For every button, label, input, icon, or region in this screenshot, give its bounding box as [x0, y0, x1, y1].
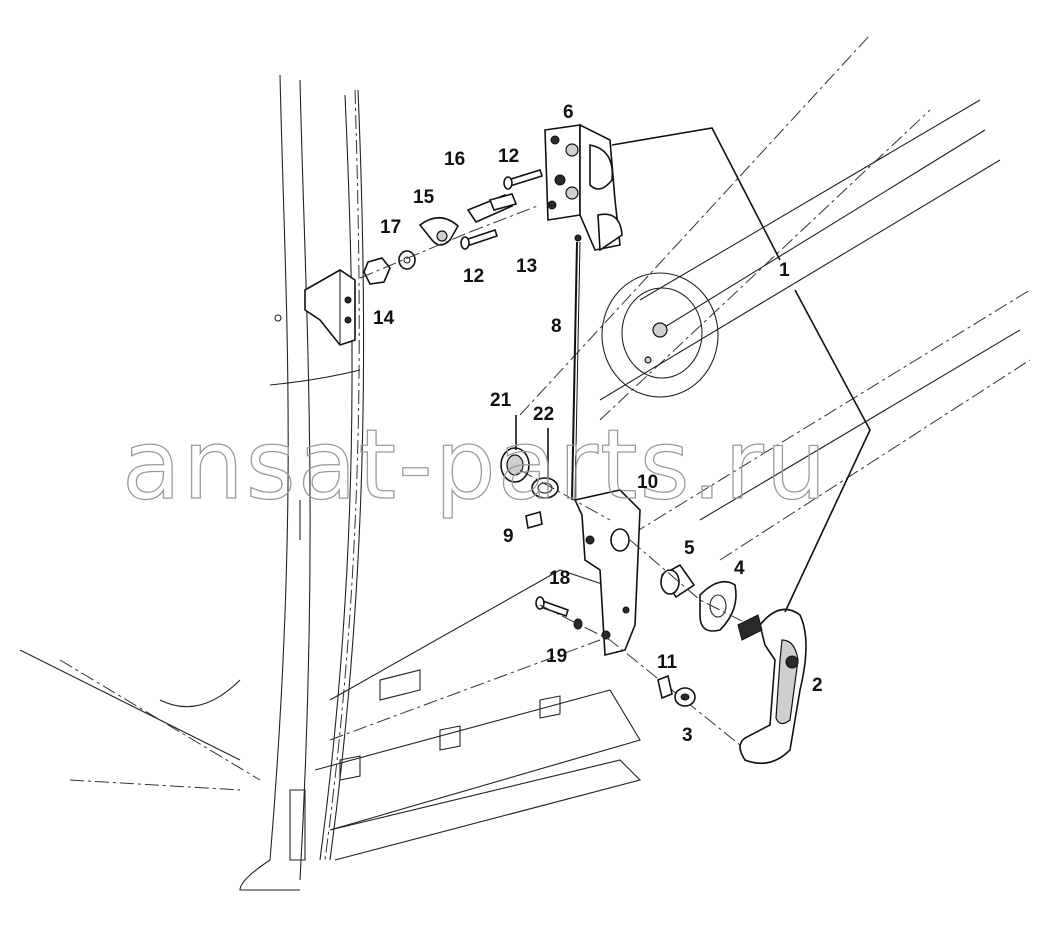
callout-1: 1 [779, 260, 790, 281]
callout-11: 11 [657, 652, 678, 673]
washer-part-3 [674, 687, 696, 707]
grab-handle-part-2 [737, 608, 807, 765]
stud-part-16 [466, 193, 518, 224]
callout-8: 8 [551, 316, 562, 337]
callout-19: 19 [546, 646, 567, 667]
bushing-part-21 [500, 447, 530, 483]
bushing-part-11 [657, 674, 673, 700]
bracket-part-10 [573, 489, 641, 657]
callout-14: 14 [373, 308, 395, 329]
leader-lines-part-1 [611, 127, 871, 613]
watermark-text: ansat-parts.ru [122, 409, 829, 521]
assembly-axis-lower [539, 604, 741, 746]
assembly-axis-handle [629, 539, 751, 626]
callout-3: 3 [682, 725, 693, 746]
callout-6: 6 [563, 102, 574, 123]
callout-9: 9 [503, 526, 514, 547]
screw-part-12-lower [460, 228, 499, 250]
callout-18: 18 [549, 568, 570, 589]
callout-22: 22 [533, 404, 554, 425]
callout-12-lower: 12 [463, 266, 484, 287]
callout-13: 13 [516, 256, 537, 277]
cab-frame-outline [19, 34, 1031, 891]
callout-4: 4 [734, 558, 745, 579]
escutcheon-part-4 [699, 580, 737, 632]
callout-10: 10 [637, 472, 658, 493]
screw-part-9 [525, 510, 543, 530]
washer-part-17 [398, 250, 416, 270]
washer-part-19 [573, 618, 583, 630]
screw-part-12-upper [503, 169, 544, 190]
rod-part-8 [571, 241, 581, 501]
assembly-axis-upper-2 [469, 204, 541, 233]
assembly-axis-middle [519, 469, 611, 521]
clip-part-15 [418, 216, 460, 246]
callout-labels: 1 2 3 4 5 6 8 9 10 11 12 12 13 14 15 16 … [373, 102, 823, 746]
assembly-axis-upper [359, 231, 471, 279]
callout-5: 5 [684, 538, 695, 559]
callout-17: 17 [380, 217, 401, 238]
callout-15: 15 [413, 187, 435, 208]
callout-21: 21 [490, 390, 512, 411]
callout-16: 16 [444, 149, 465, 170]
bolt-part-18 [535, 596, 570, 618]
bracket-part-14 [274, 269, 356, 346]
lock-assembly-part-6 [544, 123, 623, 252]
callout-2: 2 [812, 675, 823, 696]
callout-12-upper: 12 [498, 146, 519, 167]
steering-wheel-outline [601, 272, 719, 398]
